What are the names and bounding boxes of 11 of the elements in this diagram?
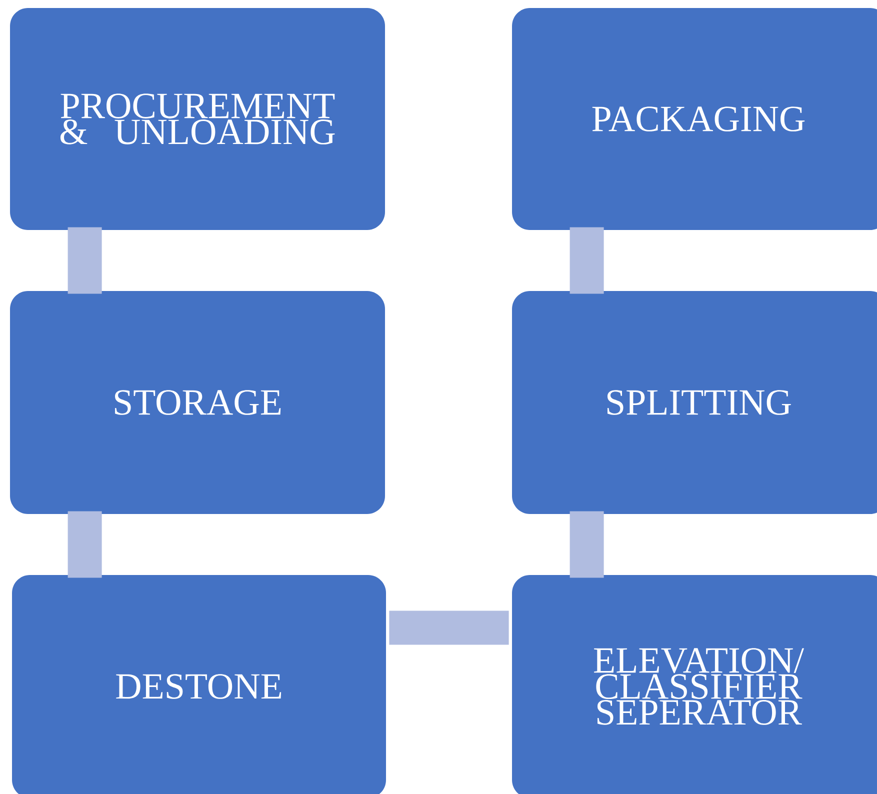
- connector-bar: [570, 227, 604, 294]
- process-box: SPLITTING: [512, 291, 877, 514]
- connector-bar: [389, 610, 509, 645]
- connector-bar: [570, 511, 604, 578]
- process-box: DESTONE: [12, 575, 386, 794]
- process-box: STORAGE: [10, 291, 385, 514]
- process-box: PACKAGING: [512, 8, 877, 230]
- connector-bar: [68, 227, 102, 294]
- connector-bar: [68, 511, 102, 578]
- process-box: PROCUREMENT & UNLOADING: [10, 8, 385, 230]
- process-box: ELEVATION/ CLASSIFIER SEPERATOR: [512, 575, 877, 794]
